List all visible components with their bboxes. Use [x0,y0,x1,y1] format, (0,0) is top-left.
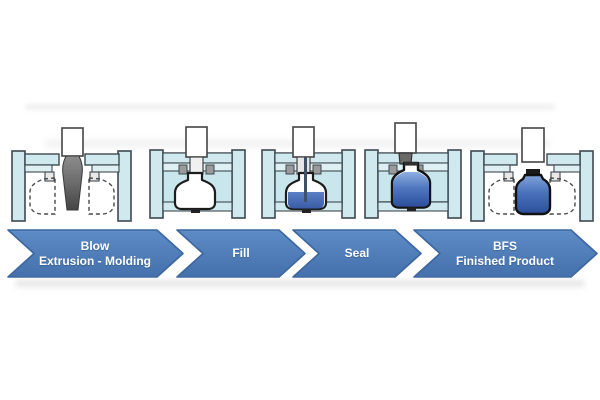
finished-bottle [514,173,552,216]
extruder-head [61,127,84,157]
empty-bottle [173,171,217,211]
clamps [285,164,322,175]
closed-mold-blown-bottle-icon [149,126,246,219]
open-mold-finished-bottle-icon [470,127,594,222]
mold-plates [470,150,594,222]
mold-arms [24,153,120,182]
arrow-drop-shadow [15,280,585,287]
scan-shadow-artifact [25,104,555,110]
bottle-base-tab [191,209,200,213]
bottle-base-tab [407,207,416,212]
seal-bar [404,162,418,166]
mold-plates [11,150,132,222]
stage-arrow-blow [7,229,184,278]
fill-head [292,126,315,158]
bottle-base-tab [302,209,311,213]
blow-head [185,126,208,158]
mold-plates [261,149,356,219]
clamps [178,164,215,175]
filled-bottle-liquid [393,172,429,207]
top-beam [377,152,449,164]
bottle-cap [526,169,540,176]
process-flow-arrows [7,229,598,278]
stage-arrow-bfs [413,229,598,278]
fill-tube [304,157,307,202]
stage-arrow-seal [292,229,422,278]
parison [62,155,83,211]
open-mold-parison-extrusion-icon [11,127,132,222]
fill-nozzle [296,156,311,175]
stage-arrow-fill [176,229,306,278]
mold-cavity-outlines [29,177,115,215]
blow-nozzle [189,156,204,175]
mold-arms [483,153,581,182]
closed-mold-sealing-icon [364,122,462,219]
closed-mold-filling-icon [261,126,356,219]
seal-head [394,122,417,154]
mold-cavity-outlines [488,177,576,215]
head-block [521,127,545,163]
